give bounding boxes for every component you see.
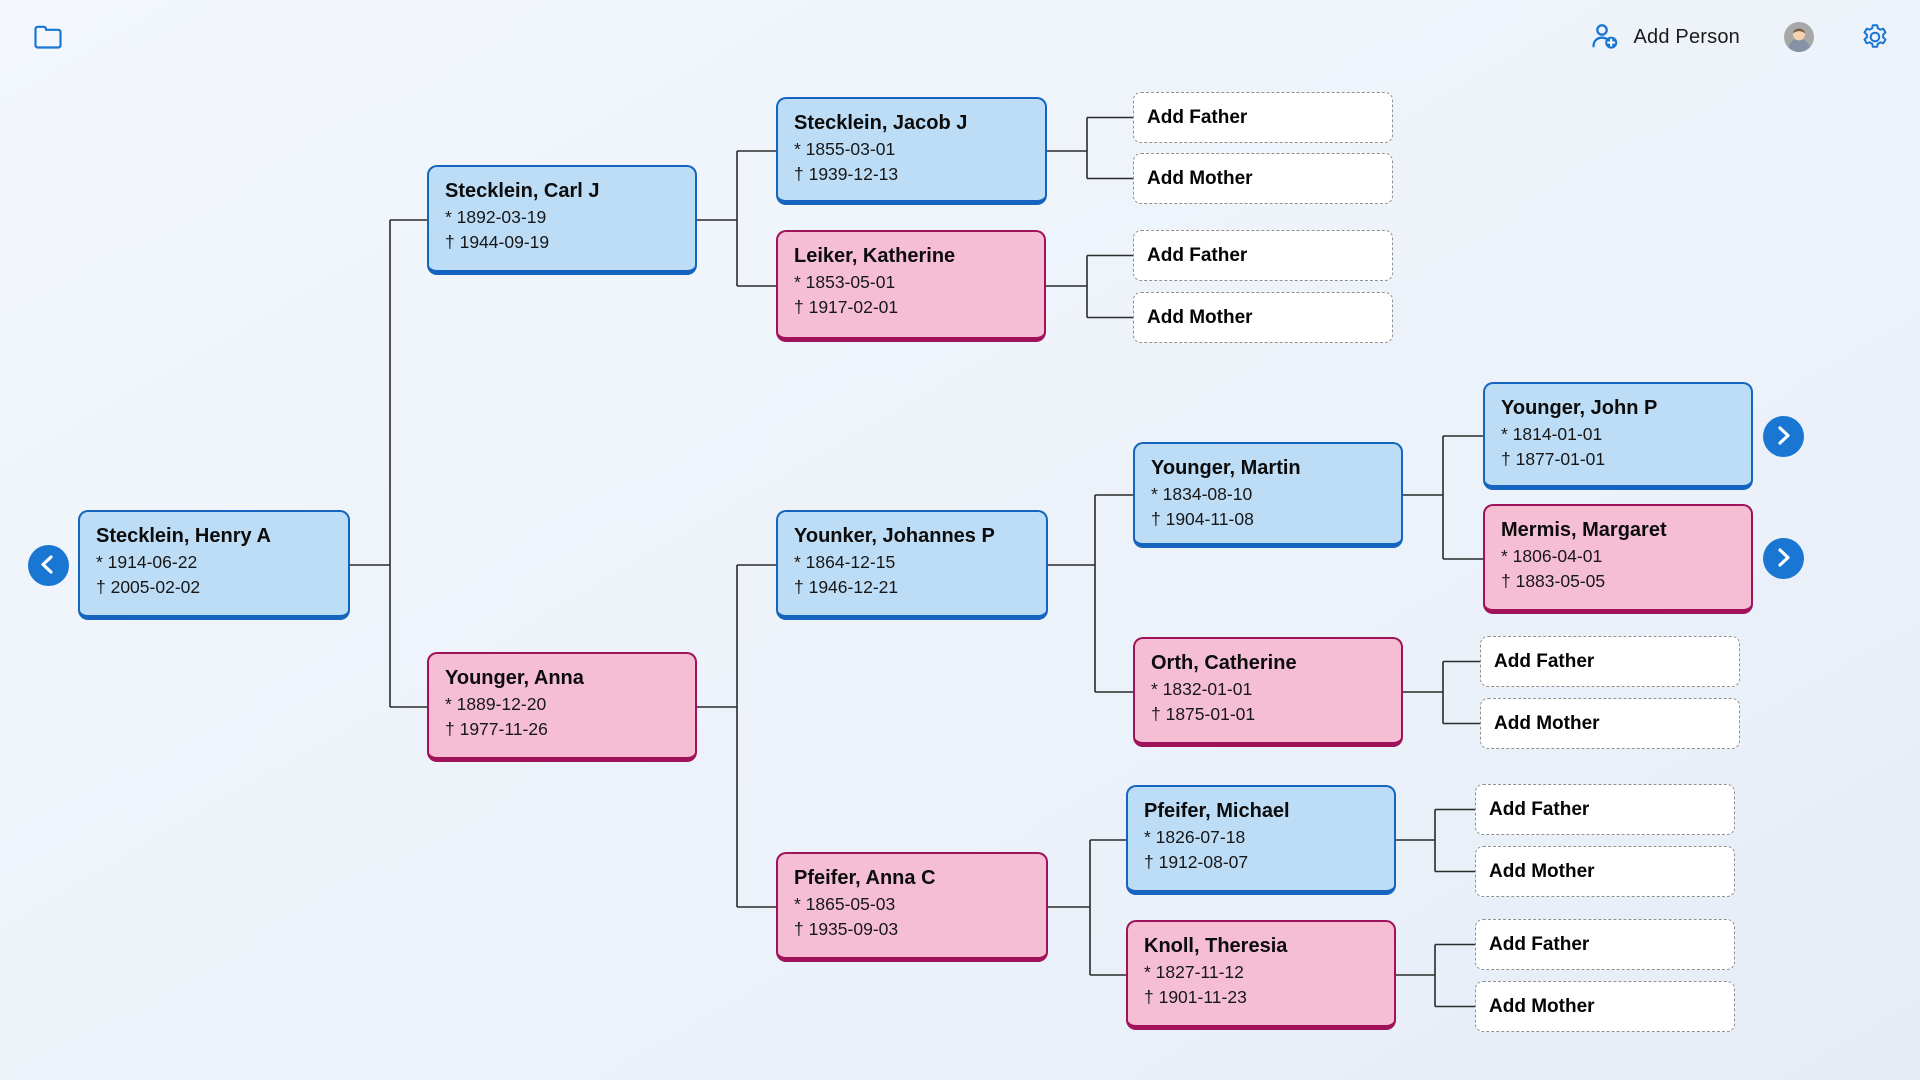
- add-parent-label: Add Father: [1147, 106, 1248, 128]
- toolbar-right: Add Person: [1589, 0, 1890, 74]
- person-name: Stecklein, Carl J: [445, 180, 600, 202]
- person-name: Leiker, Katherine: [794, 245, 956, 267]
- person-card-martin[interactable]: Younger, Martin * 1834-08-10 † 1904-11-08: [1133, 442, 1403, 548]
- add-person-label: Add Person: [1633, 25, 1740, 48]
- person-name: Younger, Martin: [1151, 457, 1301, 479]
- person-name: Stecklein, Henry A: [96, 525, 271, 547]
- add-parent-label: Add Father: [1489, 933, 1590, 955]
- chevron-right-icon: [1763, 415, 1804, 459]
- person-death-date: † 1901-11-23: [1144, 987, 1247, 1007]
- person-birth-date: * 1853-05-01: [794, 272, 896, 292]
- person-name: Stecklein, Jacob J: [794, 112, 968, 134]
- person-name: Pfeifer, Anna C: [794, 867, 936, 889]
- person-name: Mermis, Margaret: [1501, 519, 1667, 541]
- person-birth-date: * 1834-08-10: [1151, 484, 1253, 504]
- person-card-annac[interactable]: Pfeifer, Anna C * 1865-05-03 † 1935-09-03: [776, 852, 1048, 962]
- person-card-johannes[interactable]: Younker, Johannes P * 1864-12-15 † 1946-12…: [776, 510, 1048, 620]
- add-person-button[interactable]: Add Person: [1589, 20, 1740, 55]
- person-name: Younger, Anna: [445, 667, 584, 689]
- person-birth-date: * 1914-06-22: [96, 552, 198, 572]
- person-birth-date: * 1826-07-18: [1144, 827, 1246, 847]
- theresia-add-father-button[interactable]: Add Father: [1475, 919, 1735, 970]
- person-birth-date: * 1832-01-01: [1151, 679, 1253, 699]
- person-death-date: † 1877-01-01: [1501, 449, 1606, 469]
- user-avatar-icon: [1784, 22, 1814, 55]
- person-card-carl[interactable]: Stecklein, Carl J * 1892-03-19 † 1944-09-1…: [427, 165, 697, 275]
- katherine-add-mother-button[interactable]: Add Mother: [1133, 292, 1393, 343]
- person-birth-date: * 1827-11-12: [1144, 962, 1244, 982]
- person-birth-date: * 1892-03-19: [445, 207, 547, 227]
- theresia-add-mother-button[interactable]: Add Mother: [1475, 981, 1735, 1032]
- person-death-date: † 1917-02-01: [794, 297, 899, 317]
- settings-button[interactable]: [1860, 22, 1890, 52]
- person-birth-date: * 1806-04-01: [1501, 546, 1603, 566]
- jacob-add-mother-button[interactable]: Add Mother: [1133, 153, 1393, 204]
- person-death-date: † 1944-09-19: [445, 232, 550, 252]
- user-avatar[interactable]: [1784, 22, 1814, 52]
- next-generation-john-button[interactable]: [1763, 416, 1804, 457]
- person-death-date: † 1935-09-03: [794, 919, 899, 939]
- person-card-margaret[interactable]: Mermis, Margaret * 1806-04-01 † 1883-05-05: [1483, 504, 1753, 614]
- jacob-add-father-button[interactable]: Add Father: [1133, 92, 1393, 143]
- next-generation-margaret-button[interactable]: [1763, 538, 1804, 579]
- add-parent-label: Add Father: [1494, 650, 1595, 672]
- chevron-left-icon: [28, 544, 69, 588]
- gear-icon: [1860, 24, 1890, 55]
- person-birth-date: * 1814-01-01: [1501, 424, 1603, 444]
- person-death-date: † 2005-02-02: [96, 577, 201, 597]
- orth-add-father-button[interactable]: Add Father: [1480, 636, 1740, 687]
- person-card-johnp[interactable]: Younger, John P * 1814-01-01 † 1877-01-01: [1483, 382, 1753, 490]
- person-name: Knoll, Theresia: [1144, 935, 1288, 957]
- person-card-henry[interactable]: Stecklein, Henry A * 1914-06-22 † 2005-02-…: [78, 510, 350, 620]
- person-death-date: † 1946-12-21: [794, 577, 899, 597]
- add-parent-label: Add Mother: [1147, 167, 1253, 189]
- add-parent-label: Add Father: [1147, 244, 1248, 266]
- person-card-michael[interactable]: Pfeifer, Michael * 1826-07-18 † 1912-08-07: [1126, 785, 1396, 895]
- michael-add-mother-button[interactable]: Add Mother: [1475, 846, 1735, 897]
- person-card-anna[interactable]: Younger, Anna * 1889-12-20 † 1977-11-26: [427, 652, 697, 762]
- person-card-katherine[interactable]: Leiker, Katherine * 1853-05-01 † 1917-02-0…: [776, 230, 1046, 342]
- person-name: Orth, Catherine: [1151, 652, 1297, 674]
- person-death-date: † 1912-08-07: [1144, 852, 1249, 872]
- person-death-date: † 1883-05-05: [1501, 571, 1606, 591]
- toolbar: Add Person: [0, 0, 1920, 74]
- person-card-jacob[interactable]: Stecklein, Jacob J * 1855-03-01 † 1939-12-…: [776, 97, 1047, 205]
- person-death-date: † 1904-11-08: [1151, 509, 1254, 529]
- katherine-add-father-button[interactable]: Add Father: [1133, 230, 1393, 281]
- add-parent-label: Add Mother: [1489, 995, 1595, 1017]
- person-card-orth[interactable]: Orth, Catherine * 1832-01-01 † 1875-01-01: [1133, 637, 1403, 747]
- person-birth-date: * 1855-03-01: [794, 139, 896, 159]
- add-parent-label: Add Mother: [1494, 712, 1600, 734]
- person-birth-date: * 1889-12-20: [445, 694, 547, 714]
- person-death-date: † 1875-01-01: [1151, 704, 1256, 724]
- michael-add-father-button[interactable]: Add Father: [1475, 784, 1735, 835]
- person-birth-date: * 1865-05-03: [794, 894, 896, 914]
- prev-generation-button[interactable]: [28, 545, 69, 586]
- add-parent-label: Add Father: [1489, 798, 1590, 820]
- person-name: Younger, John P: [1501, 397, 1658, 419]
- orth-add-mother-button[interactable]: Add Mother: [1480, 698, 1740, 749]
- person-birth-date: * 1864-12-15: [794, 552, 896, 572]
- person-name: Pfeifer, Michael: [1144, 800, 1290, 822]
- folder-icon: [31, 25, 65, 54]
- person-add-icon: [1589, 20, 1621, 55]
- person-name: Younker, Johannes P: [794, 525, 995, 547]
- chevron-right-icon: [1763, 537, 1804, 581]
- open-tree-button[interactable]: [30, 20, 66, 54]
- add-parent-label: Add Mother: [1147, 306, 1253, 328]
- person-death-date: † 1977-11-26: [445, 719, 548, 739]
- person-card-theresia[interactable]: Knoll, Theresia * 1827-11-12 † 1901-11-23: [1126, 920, 1396, 1030]
- add-parent-label: Add Mother: [1489, 860, 1595, 882]
- person-death-date: † 1939-12-13: [794, 164, 899, 184]
